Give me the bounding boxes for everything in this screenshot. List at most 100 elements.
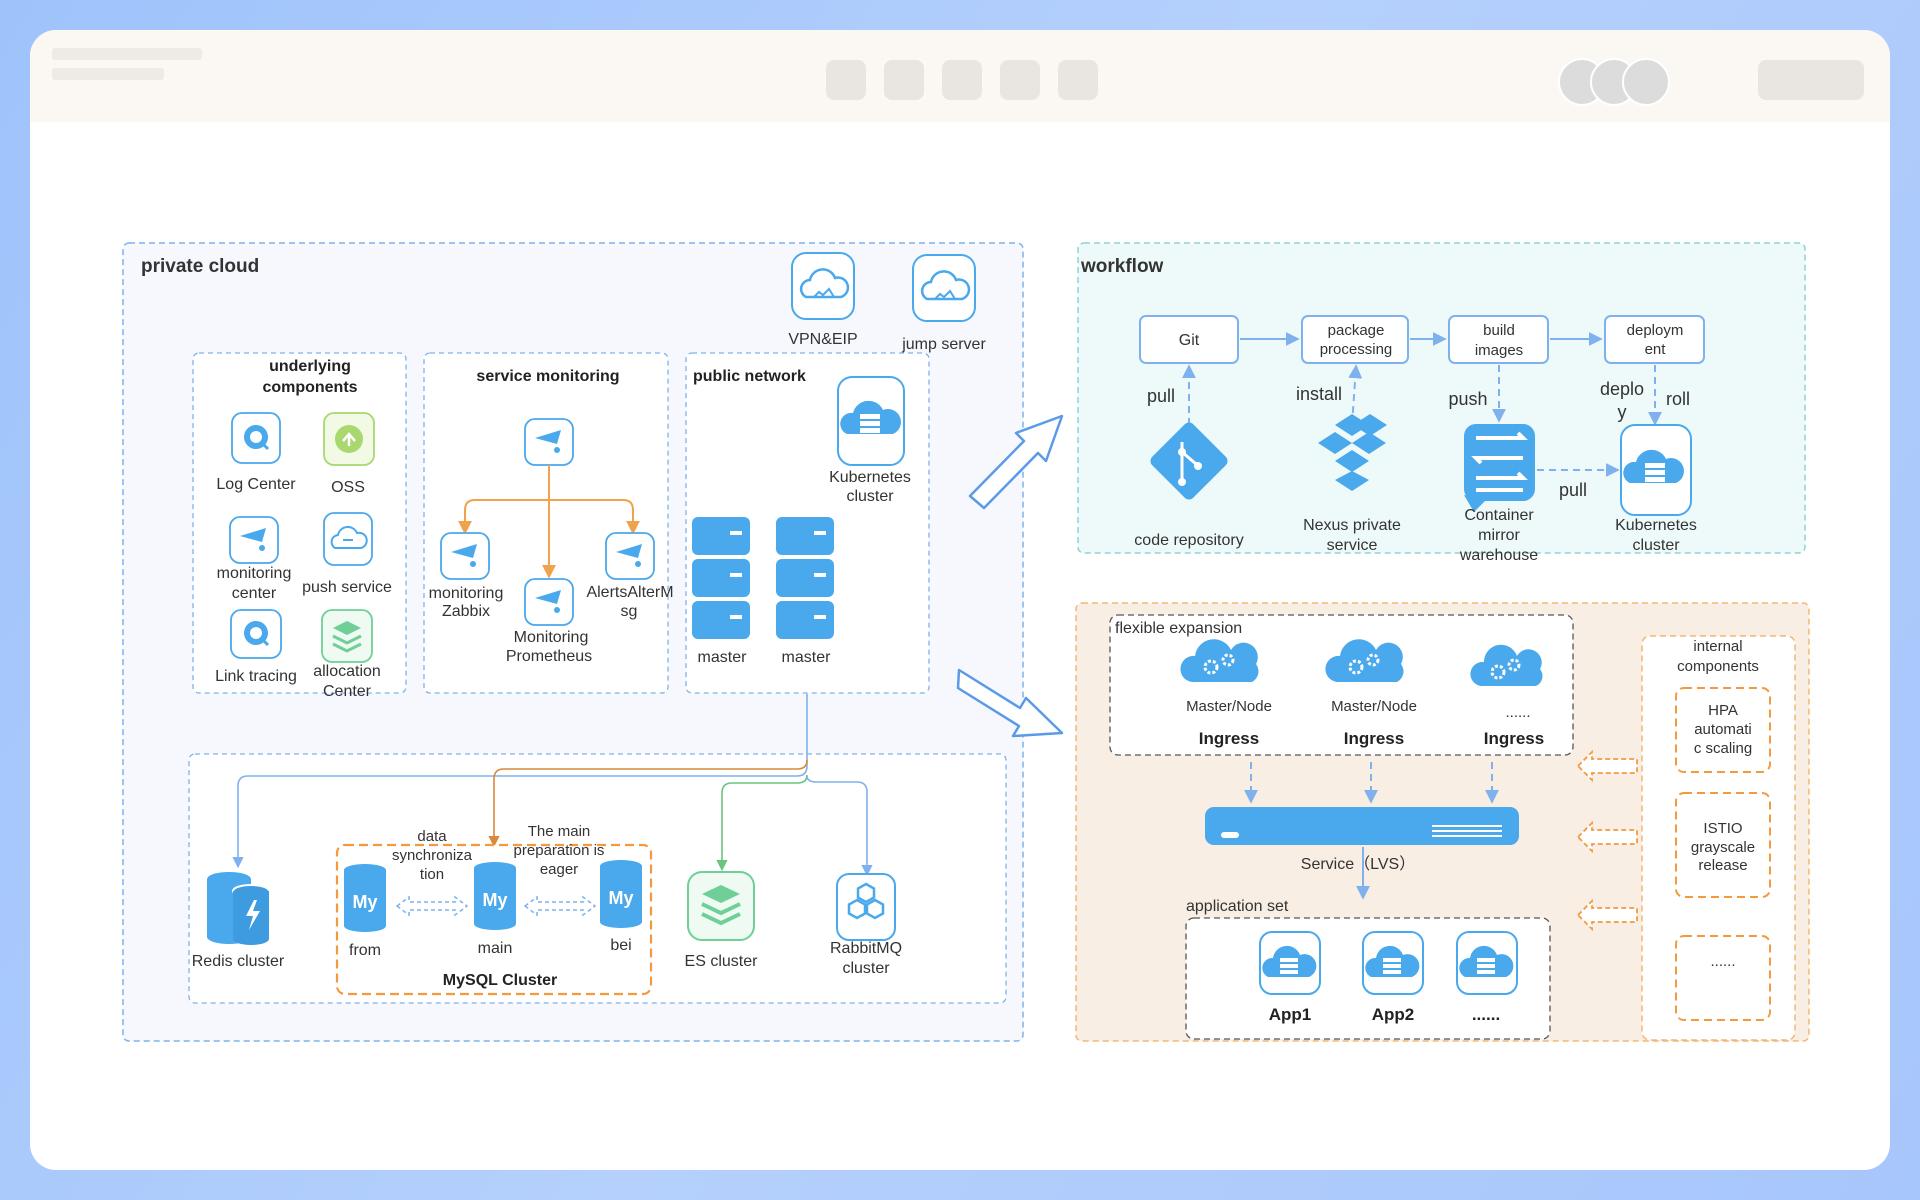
workflow-k8s-label-2: cluster: [1632, 537, 1680, 554]
server-stack-icon: [776, 517, 834, 639]
allocation-center-label-2: Center: [323, 683, 372, 700]
toolbar-button-4[interactable]: [1000, 60, 1040, 100]
rabbitmq-icon: [836, 873, 896, 941]
prep-label-3: eager: [540, 861, 578, 878]
log-center-icon: [231, 412, 281, 464]
link-tracing-label: Link tracing: [215, 668, 297, 685]
ingress-label-3: Ingress: [1484, 729, 1544, 748]
underlying-components-box: [192, 352, 407, 694]
container-label-2: mirror: [1478, 527, 1520, 544]
alerts-label-1: AlertsAlterM: [586, 584, 673, 601]
istio-label-2: grayscale: [1691, 839, 1755, 856]
app1-icon: [1259, 931, 1321, 995]
sync-label-3: tion: [420, 866, 444, 883]
deploy-v-label-1: deplo: [1600, 379, 1644, 399]
hpa-label-3: c scaling: [1694, 740, 1752, 757]
es-cluster-icon: [687, 871, 755, 941]
push-label: push: [1448, 389, 1487, 409]
avatar[interactable]: [1622, 58, 1670, 106]
pull-label: pull: [1147, 386, 1175, 406]
private-cloud-title: private cloud: [141, 256, 259, 277]
prometheus-label-1: Monitoring: [514, 629, 589, 646]
node-label-2: Master/Node: [1331, 698, 1417, 715]
jump-server-cloud-icon: [912, 254, 976, 322]
deploy-label-2: ent: [1645, 341, 1667, 358]
monitoring-center-label-1: monitoring: [217, 565, 292, 582]
toolbar-button-5[interactable]: [1058, 60, 1098, 100]
ingress-connectors: [1244, 762, 1499, 900]
allocation-center-label-1: allocation: [313, 663, 381, 680]
hpa-box: [1675, 687, 1771, 773]
sync-double-arrow: [395, 895, 597, 917]
monitoring-hub-icon: [524, 418, 574, 466]
app1-label: App1: [1269, 1005, 1312, 1024]
internal-link-arrows: [1576, 749, 1638, 932]
hpa-label-2: automati: [1694, 721, 1752, 738]
subtitle-placeholder: [52, 68, 164, 80]
more-label: ......: [1710, 953, 1735, 970]
app3-icon: [1456, 931, 1518, 995]
vpn-cloud-icon: [791, 252, 855, 320]
master-label-1: master: [698, 649, 748, 666]
node-cloud-icon: [1325, 639, 1404, 682]
node-label-1: Master/Node: [1186, 698, 1272, 715]
mysql-main-icon: My: [474, 862, 516, 930]
server-stack-icon: [692, 517, 750, 639]
nexus-dropbox-icon: [1318, 414, 1387, 491]
svg-text:My: My: [482, 890, 507, 910]
sync-label-1: data: [417, 828, 447, 845]
oss-label: OSS: [331, 479, 365, 496]
application-set-title: application set: [1186, 898, 1289, 915]
more-box: [1675, 935, 1771, 1021]
toolbar-button-3[interactable]: [942, 60, 982, 100]
alerts-icon: [605, 532, 655, 580]
redis-cluster-icon: [207, 872, 270, 945]
title-placeholder: [52, 48, 202, 60]
nexus-label-1: Nexus private: [1303, 517, 1401, 534]
build-label-1: build: [1483, 322, 1515, 339]
workflow-kubernetes-icon: [1620, 424, 1692, 516]
internal-item-boxes: [1675, 687, 1771, 1021]
mysql-main-label: main: [478, 940, 513, 957]
deploy-label-1: deploym: [1627, 322, 1684, 339]
allocation-center-icon: [321, 609, 373, 663]
toolbar-button-1[interactable]: [826, 60, 866, 100]
build-box: [1448, 315, 1549, 364]
istio-label-1: ISTIO: [1703, 820, 1742, 837]
service-monitoring-title: service monitoring: [476, 368, 619, 385]
ingress-label-2: Ingress: [1344, 729, 1404, 748]
push-service-icon: [323, 512, 373, 566]
zabbix-label-2: Zabbix: [442, 603, 490, 620]
toolbar-button-2[interactable]: [884, 60, 924, 100]
rabbitmq-label-2: cluster: [842, 960, 890, 977]
mysql-from-label: from: [349, 942, 381, 959]
roll-label: roll: [1666, 389, 1690, 409]
workflow-k8s-label-1: Kubernetes: [1615, 517, 1697, 534]
svg-text:My: My: [352, 892, 377, 912]
hpa-label-1: HPA: [1708, 702, 1738, 719]
install-label: install: [1296, 384, 1342, 404]
workflow-panel: [1077, 242, 1806, 554]
node-label-3: ......: [1505, 704, 1530, 721]
package-label-1: package: [1328, 322, 1385, 339]
monitoring-center-label-2: center: [232, 585, 277, 602]
jump-server-label: jump server: [901, 336, 986, 353]
service-lvs-bar: [1205, 807, 1519, 845]
prep-label-1: The main: [528, 823, 591, 840]
data-layer-connectors: [232, 694, 873, 877]
istio-box: [1675, 792, 1771, 898]
pull2-label: pull: [1559, 480, 1587, 500]
zabbix-icon: [440, 532, 490, 580]
share-button[interactable]: [1758, 60, 1864, 100]
build-label-2: images: [1475, 342, 1523, 359]
deploy-v-label-2: y: [1618, 402, 1627, 422]
rabbitmq-label-1: RabbitMQ: [830, 940, 902, 957]
link-tracing-icon: [230, 609, 282, 659]
internal-label-1: internal: [1693, 638, 1742, 655]
k8s-label-2: cluster: [846, 488, 894, 505]
underlying-title-line1: underlying: [269, 358, 351, 375]
code-repository-label: code repository: [1134, 532, 1243, 549]
vpn-label: VPN&EIP: [788, 331, 857, 348]
deploy-box: [1604, 315, 1705, 364]
